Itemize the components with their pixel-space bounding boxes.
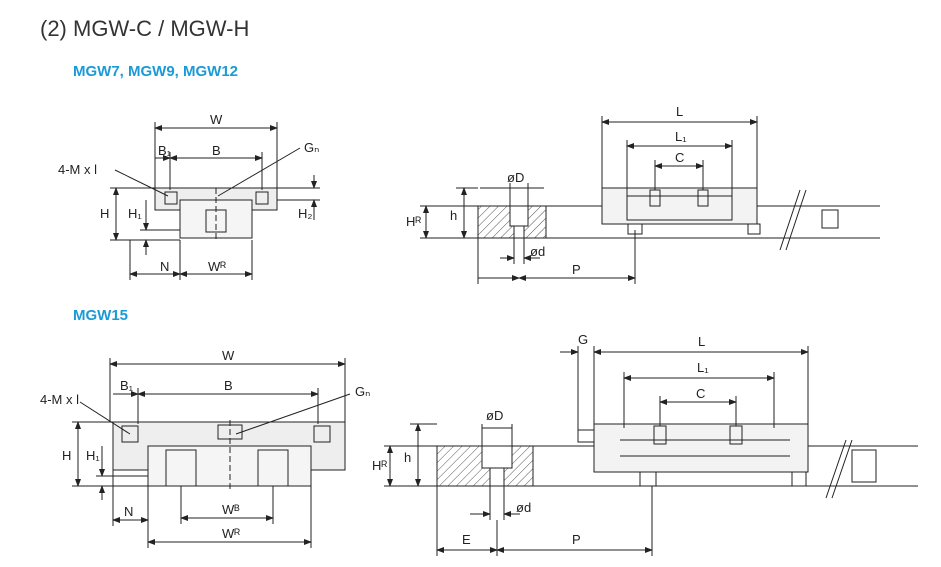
label-phiD-15: øD <box>486 408 503 423</box>
end-view-15-labels: W B B₁ Gₙ 4-M x l H H₁ N Wᴮ Wᴿ <box>40 348 370 541</box>
label-4-M-x-l-15: 4-M x l <box>40 392 79 407</box>
label-N: N <box>160 259 169 274</box>
label-C: C <box>675 150 684 165</box>
label-H1: H₁ <box>128 206 142 221</box>
label-H1-15: H₁ <box>86 448 100 463</box>
label-phiD: øD <box>507 170 524 185</box>
side-view-15-labels: G L L₁ C øD ød E P Hᴿ h <box>372 332 709 547</box>
label-L: L <box>676 104 683 119</box>
end-view-small <box>110 122 320 280</box>
side-view-small-labels: L L₁ C øD ød P Hᴿ h <box>406 104 687 277</box>
label-Gn: Gₙ <box>304 140 319 155</box>
label-L-15: L <box>698 334 705 349</box>
label-N-15: N <box>124 504 133 519</box>
label-W-15: W <box>222 348 235 363</box>
label-L1-15: L₁ <box>697 360 709 375</box>
label-WB-15: Wᴮ <box>222 502 240 517</box>
label-B1-15: B₁ <box>120 378 134 393</box>
label-Gn-15: Gₙ <box>355 384 370 399</box>
label-WR: Wᴿ <box>208 259 226 274</box>
section-heading-small: MGW7, MGW9, MGW12 <box>73 63 238 80</box>
label-P-15: P <box>572 532 581 547</box>
label-H: H <box>100 206 109 221</box>
page-title: (2) MGW-C / MGW-H <box>40 16 250 41</box>
label-L1: L₁ <box>675 129 687 144</box>
label-HR: Hᴿ <box>406 214 421 229</box>
label-W: W <box>210 112 223 127</box>
label-B1: B₁ <box>158 143 172 158</box>
label-C-15: C <box>696 386 705 401</box>
end-view-15 <box>72 358 351 548</box>
label-HR-15: Hᴿ <box>372 458 387 473</box>
side-view-15 <box>384 346 918 556</box>
label-WR-15: Wᴿ <box>222 526 240 541</box>
label-phid-15: ød <box>516 500 531 515</box>
label-4-M-x-l: 4-M x l <box>58 162 97 177</box>
end-view-small-labels: W B B₁ Gₙ 4-M x l H H₁ H₂ N Wᴿ <box>58 112 319 274</box>
label-H2: H₂ <box>298 206 312 221</box>
side-view-small <box>420 116 880 284</box>
label-B: B <box>212 143 221 158</box>
section-heading-15: MGW15 <box>73 307 129 324</box>
label-P: P <box>572 262 581 277</box>
label-h: h <box>450 208 457 223</box>
label-G-15: G <box>578 332 588 347</box>
label-B-15: B <box>224 378 233 393</box>
label-phid: ød <box>530 244 545 259</box>
label-E-15: E <box>462 532 471 547</box>
label-h-15: h <box>404 450 411 465</box>
label-H-15: H <box>62 448 71 463</box>
